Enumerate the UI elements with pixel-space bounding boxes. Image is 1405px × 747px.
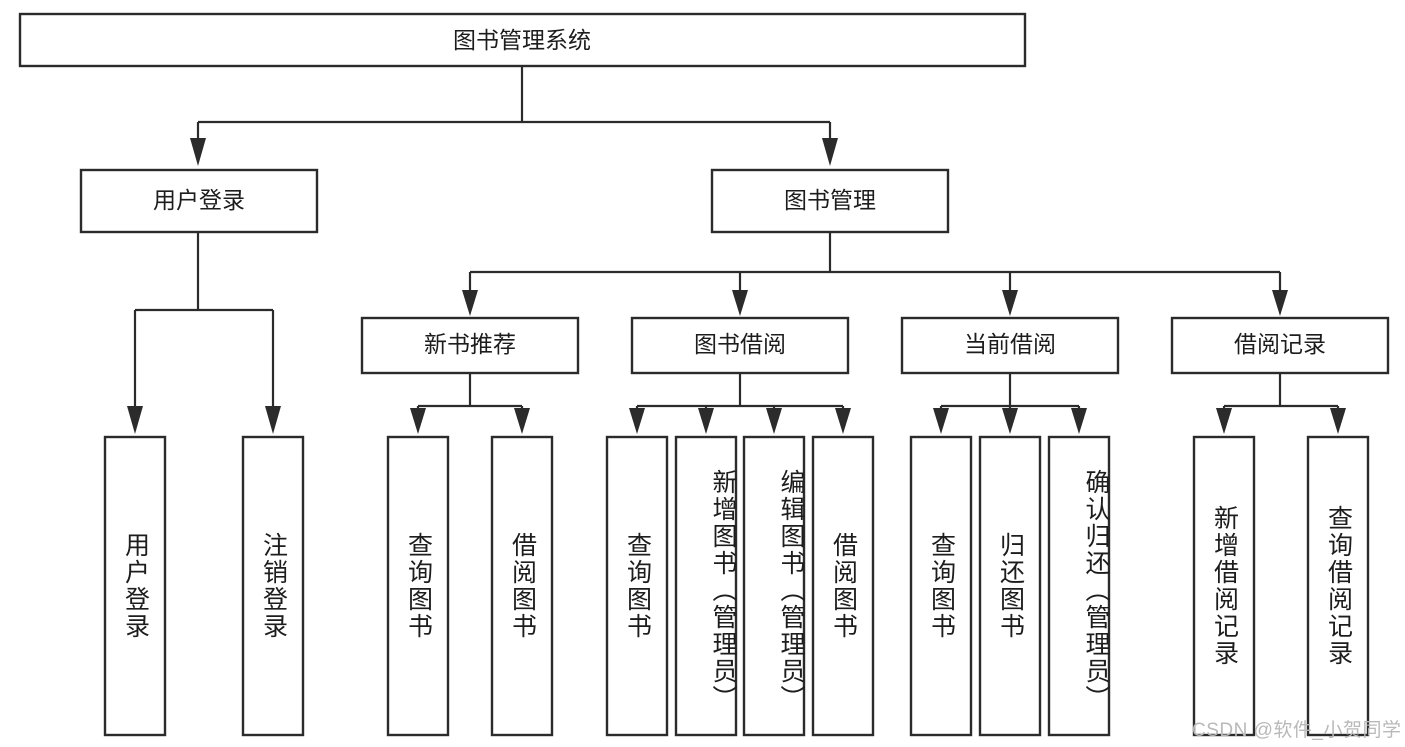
connector-group-borrow-record	[1216, 373, 1346, 434]
arrowhead-bookmanage-1	[462, 290, 478, 316]
arrowhead-bookmanage-2	[732, 290, 748, 316]
leaf-box-book-borrow-2[interactable]	[674, 435, 738, 737]
leaf-box-borrow-record-2[interactable]	[1306, 435, 1370, 737]
node-user-login[interactable]: 用户登录	[79, 168, 319, 234]
arrowhead-currentborrow-2	[1002, 408, 1018, 434]
leaf-box-current-borrow-1[interactable]	[909, 435, 973, 737]
node-new-book-recommend-box[interactable]	[360, 316, 580, 375]
leaf-box-user-login-1[interactable]	[103, 435, 167, 737]
node-new-book-recommend[interactable]: 新书推荐	[360, 316, 580, 375]
arrowhead-bookborrow-4	[835, 408, 851, 434]
node-root-box[interactable]	[18, 12, 1027, 68]
node-borrow-record-label: 借阅记录	[1234, 331, 1326, 357]
leaf-box-book-borrow-4[interactable]	[811, 435, 875, 737]
node-borrow-record[interactable]: 借阅记录	[1170, 316, 1390, 375]
leaf-box-user-login-2[interactable]	[241, 435, 305, 737]
arrowhead-bookborrow-3	[766, 408, 782, 434]
arrowhead-root-2	[822, 138, 838, 166]
connector-group-user-login	[127, 232, 281, 434]
connector-group-root	[190, 66, 838, 166]
connector-group-new-book	[410, 373, 530, 434]
arrowhead-userlogin-2	[265, 406, 281, 434]
arrowhead-currentborrow-1	[933, 408, 949, 434]
node-book-borrow-box[interactable]	[630, 316, 850, 375]
leaf-box-current-borrow-3[interactable]	[1047, 435, 1111, 737]
node-root[interactable]: 图书管理系统	[18, 12, 1027, 68]
connector-group-current-borrow	[933, 373, 1087, 434]
node-book-manage-box[interactable]	[710, 168, 950, 234]
arrowhead-borrowrecord-1	[1216, 408, 1232, 434]
node-book-manage[interactable]: 图书管理	[710, 168, 950, 234]
node-user-login-label: 用户登录	[153, 187, 245, 213]
leaf-box-book-borrow-3[interactable]	[742, 435, 806, 737]
node-borrow-record-box[interactable]	[1170, 316, 1390, 375]
arrowhead-bookborrow-2	[698, 408, 714, 434]
node-book-manage-label: 图书管理	[784, 187, 876, 213]
arrowhead-bookmanage-3	[1002, 290, 1018, 316]
leaf-box-new-book-2[interactable]	[490, 435, 554, 737]
leaf-box-current-borrow-2[interactable]	[978, 435, 1042, 737]
arrowhead-root-1	[190, 138, 206, 166]
csdn-watermark: CSDN @软件_小贺同学	[1192, 720, 1402, 741]
arrowhead-currentborrow-3	[1071, 408, 1087, 434]
arrowhead-bookmanage-4	[1272, 290, 1288, 316]
node-book-borrow[interactable]: 图书借阅	[630, 316, 850, 375]
connector-group-book-borrow	[629, 373, 851, 434]
node-current-borrow[interactable]: 当前借阅	[900, 316, 1120, 375]
leaf-box-book-borrow-1[interactable]	[605, 435, 669, 737]
arrowhead-bookborrow-1	[629, 408, 645, 434]
arrowhead-newbook-2	[514, 408, 530, 434]
arrowhead-newbook-1	[410, 408, 426, 434]
node-current-borrow-label: 当前借阅	[964, 331, 1056, 357]
node-new-book-recommend-label: 新书推荐	[424, 331, 516, 357]
node-root-label: 图书管理系统	[453, 27, 591, 53]
connector-group-book-manage	[462, 232, 1288, 316]
leaf-box-borrow-record-1[interactable]	[1192, 435, 1256, 737]
arrowhead-userlogin-1	[127, 406, 143, 434]
node-user-login-box[interactable]	[79, 168, 319, 234]
arrowhead-borrowrecord-2	[1330, 408, 1346, 434]
leaf-box-new-book-1[interactable]	[386, 435, 450, 737]
node-current-borrow-box[interactable]	[900, 316, 1120, 375]
node-book-borrow-label: 图书借阅	[694, 331, 786, 357]
